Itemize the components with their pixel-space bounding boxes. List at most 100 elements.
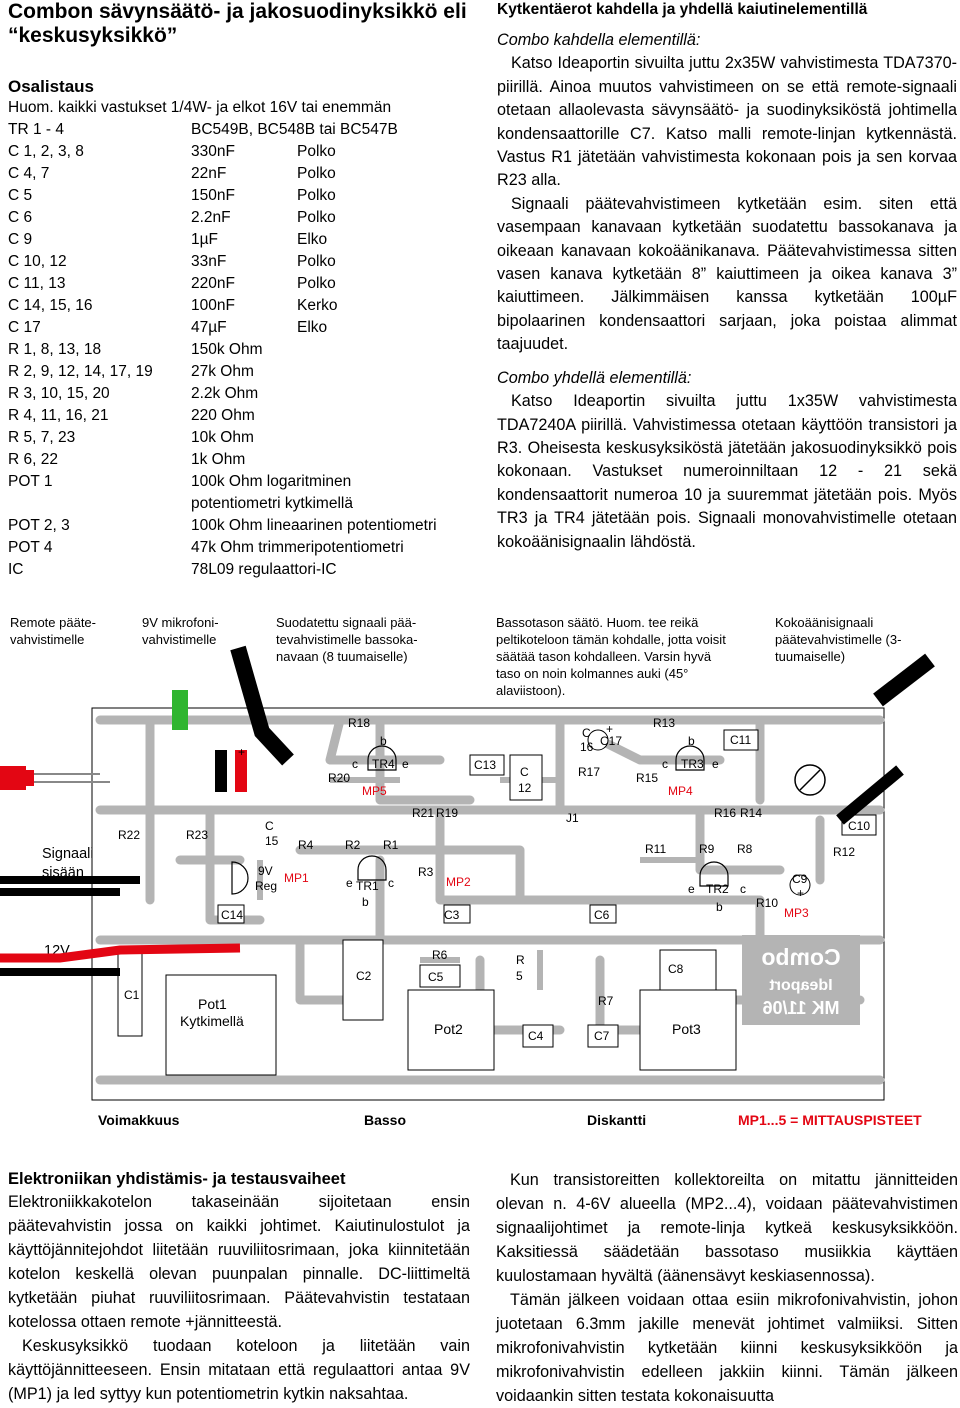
label-r13: R13: [653, 716, 675, 730]
label-c9: C9: [792, 872, 808, 886]
pin-e: e: [346, 876, 353, 890]
part-value: 2.2k Ohm: [191, 385, 259, 402]
label-pot2: Pot2: [434, 1021, 463, 1037]
part-ref: R 6, 22: [8, 451, 58, 468]
paragraph: Tämän jälkeen voidaan ottaa esiin mikrof…: [496, 1291, 958, 1405]
label-r10: R10: [756, 896, 778, 910]
pin-plus: +: [238, 745, 245, 759]
label-r17: R17: [578, 765, 600, 779]
label-reg: Reg: [255, 879, 277, 893]
part-value: 22nF: [191, 165, 227, 182]
pin-c: c: [662, 757, 668, 771]
part-ref: C 10, 12: [8, 253, 67, 270]
label-tr4: TR4: [372, 757, 395, 771]
part-ref: R 5, 7, 23: [8, 429, 76, 446]
c3-box: [443, 904, 471, 924]
pcb-brand-code: MK 11/06: [762, 998, 839, 1018]
label-r19: R19: [436, 806, 458, 820]
label-c4: C4: [528, 1029, 544, 1043]
pin-b: b: [362, 895, 369, 909]
part-type: Kerko: [297, 297, 338, 314]
part-value: 150nF: [191, 187, 235, 204]
label-r5b: 5: [516, 969, 523, 983]
label-c14: C14: [221, 908, 243, 922]
section-heading: Elektroniikan yhdistämis- ja testausvaih…: [8, 1170, 346, 1188]
label-mp2: MP2: [446, 875, 471, 889]
label-r14: R14: [740, 806, 762, 820]
parts-row: R 4, 11, 16, 21 220 Ohm: [8, 405, 488, 427]
c7-box: [587, 1024, 619, 1048]
part-ref: C 9: [8, 231, 33, 248]
pin-plus: +: [797, 886, 804, 900]
label-r21: R21: [412, 806, 434, 820]
paragraph: Elektroniikkakotelon takaseinään sijoite…: [8, 1193, 470, 1331]
pot3-outline: [639, 989, 737, 1071]
part-value: potentiometri kytkimellä: [191, 495, 353, 512]
label-measurement-points: MP1...5 = MITTAUSPISTEET: [738, 1112, 922, 1128]
c10-box: [841, 814, 877, 836]
part-ref: R 1, 8, 13, 18: [8, 341, 102, 358]
label-r1: R1: [383, 838, 399, 852]
label-c16: C: [582, 726, 591, 740]
parts-list: Huom. kaikki vastukset 1/4W- ja elkot 16…: [8, 97, 488, 581]
pin-e: e: [712, 757, 719, 771]
part-value: 47µF: [191, 319, 227, 336]
part-ref: C 6: [8, 209, 33, 226]
label-r16: R16: [714, 806, 736, 820]
paragraph: Katso Ideaportin sivuilta juttu 1x35W va…: [497, 392, 957, 551]
label-c12b: 12: [518, 781, 532, 795]
part-type: Polko: [297, 209, 336, 226]
part-value: 1k Ohm: [191, 451, 246, 468]
c5-box: [419, 964, 461, 988]
label-mp1: MP1: [284, 871, 309, 885]
bottom-left-column: Elektroniikan yhdistämis- ja testausvaih…: [8, 1168, 470, 1406]
pcb-diagram: Combo Ideaport MK 11/06 R18 R13 C 16 C17…: [0, 645, 935, 1101]
pin-b: b: [380, 734, 387, 748]
part-ref: R 4, 11, 16, 21: [8, 407, 109, 424]
c6-box: [589, 904, 617, 924]
part-value: 330nF: [191, 143, 235, 160]
label-r9: R9: [699, 842, 715, 856]
label-r20: R20: [328, 771, 350, 785]
wire-mic-red: [235, 750, 247, 792]
c13-box: [469, 754, 505, 776]
label-r15: R15: [636, 771, 658, 785]
label-r5a: R: [516, 953, 525, 967]
pin-b: b: [716, 900, 723, 914]
label-c2: C2: [356, 969, 372, 983]
pin-e: e: [688, 882, 695, 896]
pin-c: c: [388, 876, 394, 890]
label-c13: C13: [474, 758, 496, 772]
pin-c: c: [740, 882, 746, 896]
c2-box: [342, 939, 384, 1021]
pcb-brand-block: [742, 935, 860, 1025]
subheading: Combo yhdellä elementillä:: [497, 368, 692, 387]
label-c7: C7: [594, 1029, 610, 1043]
label-c17: C17: [600, 734, 622, 748]
part-type: Polko: [297, 165, 336, 182]
label-treble: Diskantti: [587, 1112, 647, 1128]
c4-box: [522, 1024, 554, 1048]
paragraph: Signaali päätevahvistimeen kytketään esi…: [497, 194, 957, 354]
label-j1: J1: [566, 811, 579, 825]
c17-symbol: [587, 729, 609, 751]
caption-mic: 9V mikrofoni-vahvistimelle: [142, 615, 219, 647]
part-ref: C 11, 13: [8, 275, 66, 292]
label-r4: R4: [298, 838, 314, 852]
part-value: 220 Ohm: [191, 407, 255, 424]
label-c3: C3: [444, 908, 460, 922]
part-ref: IC: [8, 561, 24, 578]
pcb-brand-combo: Combo: [761, 944, 840, 970]
regulator-symbol: [231, 861, 249, 895]
part-type: Polko: [297, 143, 336, 160]
